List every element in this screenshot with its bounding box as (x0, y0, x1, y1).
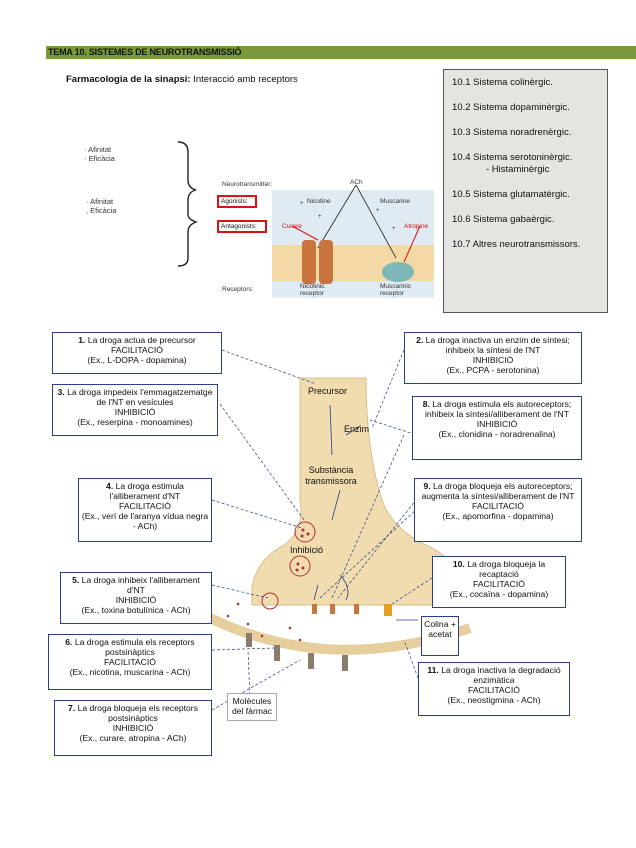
svg-text:+: + (318, 214, 322, 220)
system-item: 10.2 Sistema dopaminèrgic. (452, 102, 570, 113)
box-11: 11. La droga inactiva la degradació enzi… (418, 662, 570, 716)
ach-arrow-2 (355, 184, 397, 259)
receptors-label: Receptors: (222, 286, 254, 293)
system-item: 10.6 Sistema gabaèrgic. (452, 214, 555, 225)
box-2: 2. La droga inactiva un enzim de síntesi… (404, 332, 582, 384)
curare-label: Curare (282, 223, 302, 230)
ach-label: ACh (350, 179, 363, 186)
page-title: TEMA 10. SISTEMES DE NEUROTRANSMISSIÓ (48, 47, 242, 57)
box-3: 3. La droga impedeix l'emmagatzematge de… (52, 384, 218, 436)
atropine-label: Atropine (404, 223, 429, 230)
system-item: 10.7 Altres neurotransmissors. (452, 239, 581, 250)
nicotinic-receptor-label: Nicotinic receptor (300, 283, 325, 297)
agonists-label: Agonists: (217, 195, 257, 208)
antagonists-label: Antagonists: (217, 220, 267, 233)
header-bar (46, 46, 636, 59)
system-item: 10.5 Sistema glutamatèrgic. (452, 189, 570, 200)
box-1: 1. La droga actua de precursor FACILITAC… (52, 332, 222, 374)
subtitle: Farmacologia de la sinapsi: Interacció a… (66, 74, 298, 85)
autoreceptor (312, 604, 317, 614)
box-10: 10. La droga bloqueja la recaptació FACI… (432, 556, 566, 608)
muscarinic-receptor-shape (382, 262, 414, 282)
receptor-panel (272, 190, 434, 298)
system-item: 10.1 Sistema colinèrgic. (452, 77, 553, 88)
box-4: 4. La droga estimula l'alliberament d'NT… (78, 478, 212, 542)
enzim-label: Enzim (344, 424, 370, 434)
molecules-label: Molècules del fàrmac (227, 693, 277, 721)
box-8: 8. La droga estimula els autoreceptors; … (412, 396, 582, 460)
box-9: 9. La droga bloqueja els autoreceptors; … (414, 478, 582, 542)
neurotransmitter-label: Neurotransmitter: (222, 181, 273, 188)
bracket-shape (177, 141, 198, 267)
inhibicio-label: Inhibició (290, 545, 324, 555)
flow-arrow (329, 404, 333, 456)
system-item: 10.4 Sistema serotoninèrgic. (452, 152, 573, 163)
vesicle (294, 521, 316, 543)
reuptake-transporter (384, 604, 392, 616)
muscarine-label: Muscarine (380, 198, 410, 205)
systems-list: 10.1 Sistema colinèrgic. 10.2 Sistema do… (443, 69, 608, 313)
substancia-label: Substància transmissora (305, 465, 357, 486)
nicotinic-receptor-shape (302, 240, 316, 284)
box-5: 5. La droga inhibeix l'alliberament d'NT… (60, 572, 212, 624)
bracket-bottom-labels: · Afinitat , Eficàcia (86, 197, 117, 215)
nicotine-label: Nicotine (307, 198, 331, 205)
subtitle-rest: Interacció amb receptors (190, 74, 298, 85)
svg-text:+: + (376, 208, 380, 214)
box-7: 7. La droga bloqueja els receptors posts… (54, 700, 212, 756)
svg-text:+: + (300, 201, 304, 207)
system-item: 10.3 Sistema noradrenèrgic. (452, 127, 572, 138)
box-6: 6. La droga estimula els receptors posts… (48, 634, 212, 690)
ach-arrow-1 (317, 184, 357, 249)
svg-text:+: + (392, 226, 396, 232)
precursor-label: Precursor (308, 386, 348, 396)
colina-box: Colina + acetat (421, 616, 459, 656)
system-item: - Histaminèrgic (486, 164, 550, 175)
muscarinic-receptor-label: Muscarinic receptor (380, 283, 412, 297)
subtitle-bold: Farmacologia de la sinapsi: (66, 74, 191, 85)
postsynaptic-receptor (274, 645, 280, 661)
bracket-top-labels: · Afinitat · Eficàcia (84, 145, 115, 163)
